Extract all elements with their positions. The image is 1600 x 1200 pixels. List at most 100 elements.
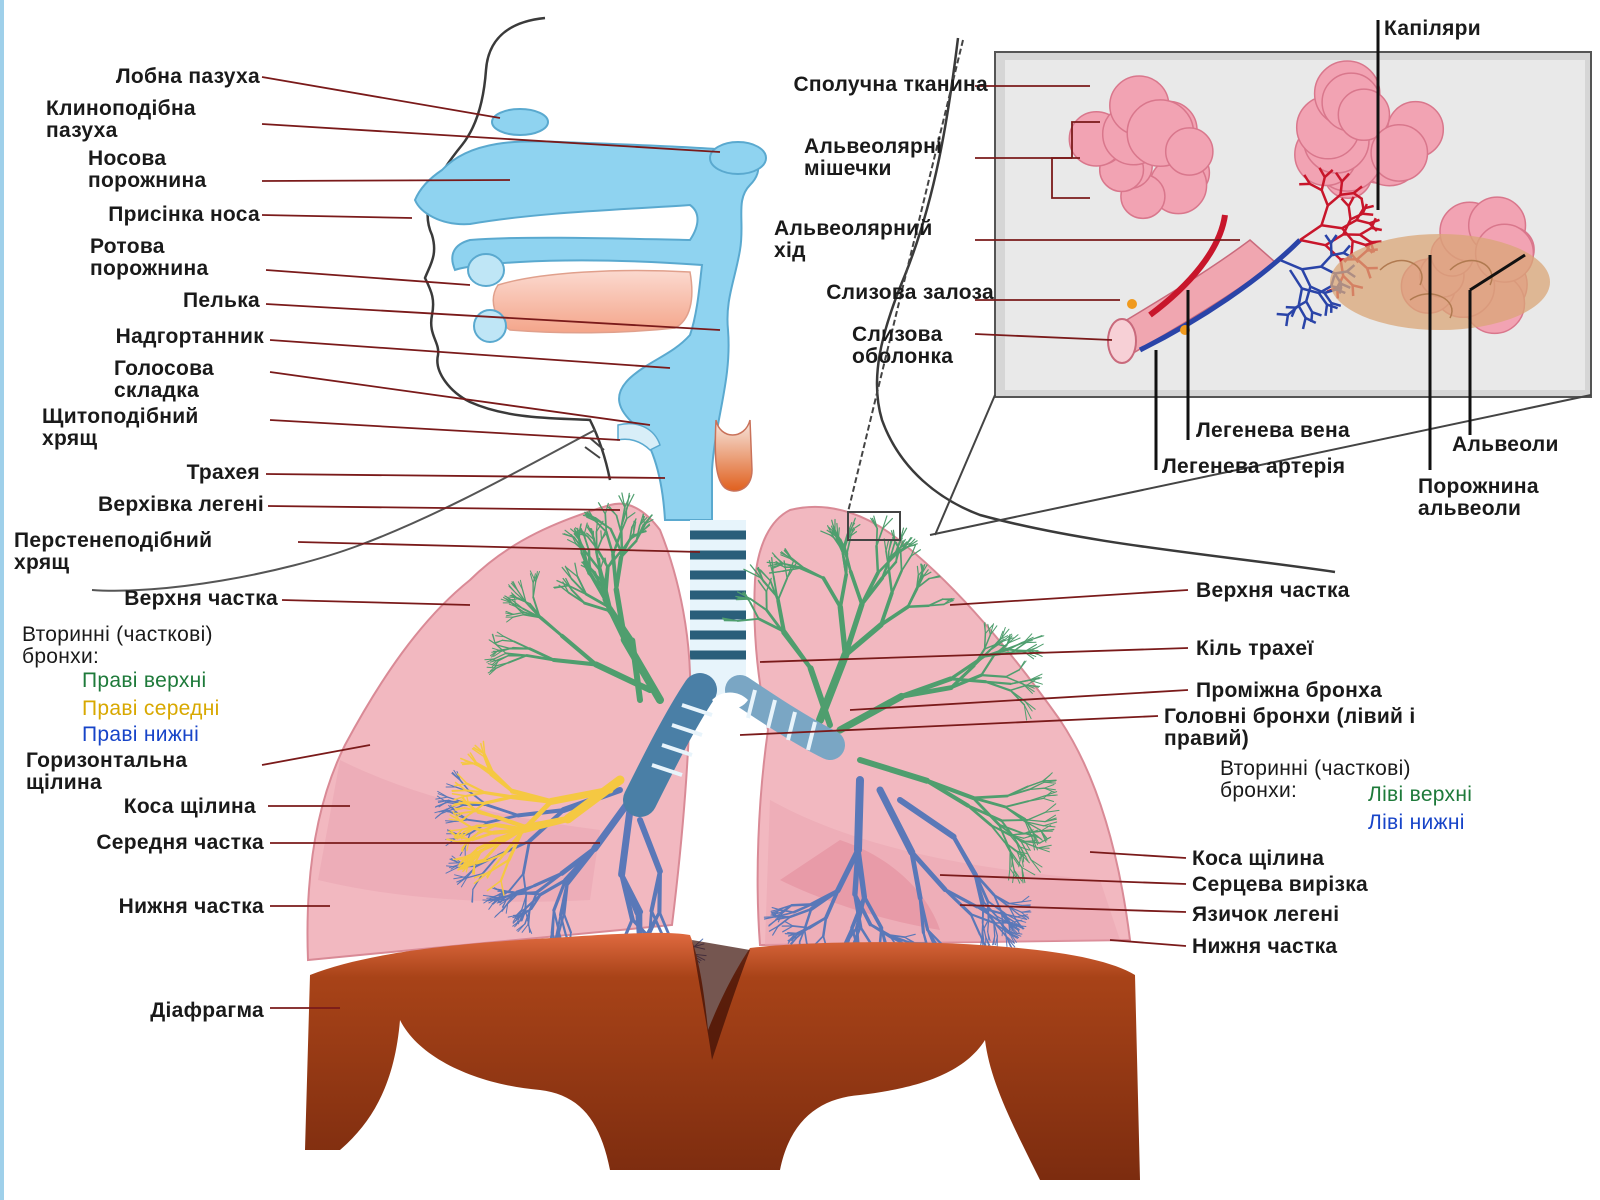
bronchus-branch-blue	[903, 936, 915, 944]
bronchus-branch-green	[504, 597, 512, 604]
bronchus-branch-blue	[494, 890, 510, 902]
bronchus-branch-yellow	[454, 781, 467, 792]
alveolus-swirls	[1379, 259, 1493, 319]
esophagus	[714, 419, 753, 492]
bronchus-branch-green	[631, 518, 637, 528]
label-pulmonary-vein: Легенева вена	[1196, 419, 1350, 442]
bronchus-branch-yellow	[453, 783, 468, 787]
carina-gap	[712, 692, 748, 709]
bronchus-branch-green	[768, 570, 784, 574]
bronchus-branch-green	[489, 665, 497, 672]
capillary-segment	[1300, 268, 1312, 288]
capillary-segment	[1318, 167, 1326, 178]
bronchus-branch-blue	[803, 907, 813, 931]
capillary-segment	[1279, 258, 1303, 271]
capillary-segment	[1331, 251, 1344, 257]
bronchus-branch-green	[508, 596, 519, 599]
bronchus-branch-green	[1002, 637, 1014, 642]
bronchus-branch-green	[642, 513, 646, 527]
bronchus-branch-green	[1012, 869, 1015, 884]
bronchus-branch-green	[1021, 867, 1024, 884]
leader-line	[759, 647, 1189, 663]
bronchus-branch-green	[749, 601, 760, 620]
label-nostril: Присінка носа	[108, 203, 260, 226]
bronchus-branch-green	[768, 560, 775, 577]
bronchus-branch-green	[888, 539, 892, 553]
bronchus-branch-green	[1004, 800, 1030, 808]
bronchus-branch-blue	[770, 909, 782, 914]
bronchus-branch-blue	[499, 893, 516, 899]
bronchus-branch-green	[949, 664, 976, 690]
bronchus-branch-green	[769, 579, 779, 602]
sphenoid-sinus	[709, 141, 767, 175]
capillary-segment	[1341, 172, 1351, 183]
bronchus-branch-green	[1043, 784, 1055, 789]
bronchus-branch-blue	[435, 796, 449, 800]
capillary-segment	[1329, 234, 1338, 244]
bronchus-branch-green	[899, 527, 908, 541]
bronchus-branch-green	[784, 549, 792, 560]
airway-nasal-pharynx	[413, 140, 760, 521]
bronchus-branch-blue	[524, 909, 529, 921]
bronchus-branch-blue	[1020, 904, 1031, 906]
bronchus-branch-green	[1029, 679, 1043, 685]
bronchus-branch-green	[525, 601, 541, 619]
bronchus-branch-green	[924, 778, 976, 800]
bronchus-branch-blue	[1003, 912, 1017, 921]
zoom-line-2	[929, 394, 1592, 536]
bronchus-branch-green	[629, 637, 643, 703]
bronchus-branch-green	[595, 550, 602, 572]
bronchus-branch-green	[1043, 787, 1056, 791]
bronchus-branch-green	[1014, 850, 1023, 857]
bronchus-branch-yellow	[486, 879, 502, 892]
bronchus-branch-blue	[552, 909, 560, 933]
bronchus-branch-yellow	[451, 789, 467, 792]
bronchus-branch-blue	[995, 935, 998, 946]
bronchus-branch-blue	[619, 872, 644, 915]
bronchus-branch-green	[590, 528, 595, 539]
bronchus-branch-green	[1001, 628, 1010, 639]
bronchus-branch-green	[1024, 820, 1044, 827]
bronchus-branch-green	[493, 652, 507, 660]
bronchus-branch-blue	[982, 900, 998, 917]
bronchus-branch-green	[584, 511, 596, 521]
bronchus-branch-blue	[502, 899, 507, 909]
bronchus-branch-green	[508, 603, 517, 608]
bronchus-branch-yellow	[470, 850, 482, 864]
bronchus-branch-blue	[909, 850, 923, 901]
bronchus-branch-green	[570, 588, 586, 605]
bronchus-branch-blue	[995, 923, 1008, 939]
bronchus-branch-green	[1020, 840, 1032, 861]
bronchus-branch-green	[1005, 669, 1021, 678]
bronchus-branch-green	[1041, 780, 1053, 784]
bronchus-branch-green	[889, 540, 896, 558]
bronchus-branch-green	[1016, 850, 1021, 861]
bronchus-branch-green	[565, 577, 573, 591]
bronchus-branch-green	[501, 639, 515, 643]
bronchus-branch-green	[491, 647, 502, 652]
capillary-segment	[1318, 285, 1332, 295]
bronchus-branch-green	[606, 557, 614, 569]
bronchus-branch-blue	[505, 903, 509, 914]
bronchus-branch-green	[580, 564, 593, 572]
leader-line	[261, 179, 511, 182]
bronchus-branch-green	[857, 757, 930, 784]
bronchus-branch-green	[1023, 633, 1033, 644]
bronchus-branch-blue	[782, 925, 794, 933]
bronchus-branch-blue	[974, 873, 996, 897]
bronchus-branch-green	[1027, 795, 1046, 802]
bronchus-branch-green	[579, 528, 589, 537]
bronchus-branch-green	[831, 530, 840, 540]
bronchus-branch-green	[583, 601, 611, 612]
bronchus-branch-blue	[778, 904, 793, 911]
bronchus-branch-green	[983, 634, 992, 650]
capillary-segment	[1309, 182, 1323, 192]
bronchus-branch-green	[989, 625, 998, 636]
bronchus-branch-green	[570, 534, 577, 545]
bronchus-branch-green	[604, 502, 609, 515]
bronchus-branch-green	[1018, 660, 1025, 671]
alveolus-bubble	[1370, 123, 1429, 182]
bronchus-branch-green	[736, 617, 760, 622]
